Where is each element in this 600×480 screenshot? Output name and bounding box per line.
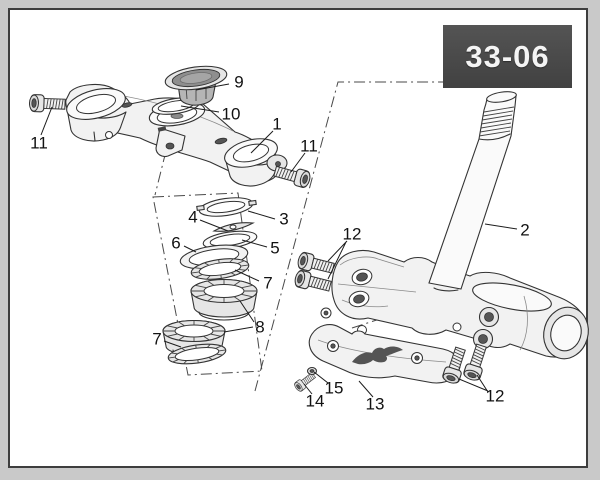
part-12-bolt-lower-2 <box>461 342 491 383</box>
part-label-7-upper: 7 <box>263 273 273 293</box>
part-label-15: 15 <box>324 378 344 398</box>
part-label-6: 6 <box>171 233 181 253</box>
part-label-9: 9 <box>234 72 244 92</box>
part-label-3: 3 <box>279 209 289 229</box>
part-7-bearing-race-upper <box>190 258 250 280</box>
part-11-bolt-right <box>272 162 313 190</box>
page-number-badge: 33-06 <box>443 25 572 88</box>
part-label-10: 10 <box>221 104 241 124</box>
part-label-5: 5 <box>270 238 280 258</box>
part-label-8: 8 <box>255 317 265 337</box>
part-4-lock-washer <box>212 222 255 232</box>
part-3-ring-nut <box>196 197 257 217</box>
part-7-bearing-race-lower <box>167 343 227 365</box>
part-label-4: 4 <box>188 207 198 227</box>
part-label-12-lower: 12 <box>485 386 505 406</box>
part-label-12-upper: 12 <box>342 224 362 244</box>
part-9-stem-cap <box>164 65 228 106</box>
part-label-1: 1 <box>272 114 282 134</box>
part-label-2: 2 <box>520 220 530 240</box>
moto-guzzi-eagle-icon <box>352 346 403 365</box>
part-13-front-cover <box>308 324 461 384</box>
part-label-14: 14 <box>305 391 325 411</box>
part-label-11-right: 11 <box>300 136 318 156</box>
part-2-steering-stem <box>428 91 517 292</box>
part-lower-yoke-body <box>320 249 589 360</box>
part-8-bearing-upper <box>190 278 258 321</box>
part-label-11-left: 11 <box>30 133 48 153</box>
part-label-13: 13 <box>365 394 385 414</box>
page-number-text: 33-06 <box>465 38 550 74</box>
part-label-7-lower: 7 <box>152 329 162 349</box>
leader-lines <box>40 83 518 398</box>
part-12-bolt-upper-2 <box>292 268 333 296</box>
part-11-bolt-left <box>28 93 66 114</box>
